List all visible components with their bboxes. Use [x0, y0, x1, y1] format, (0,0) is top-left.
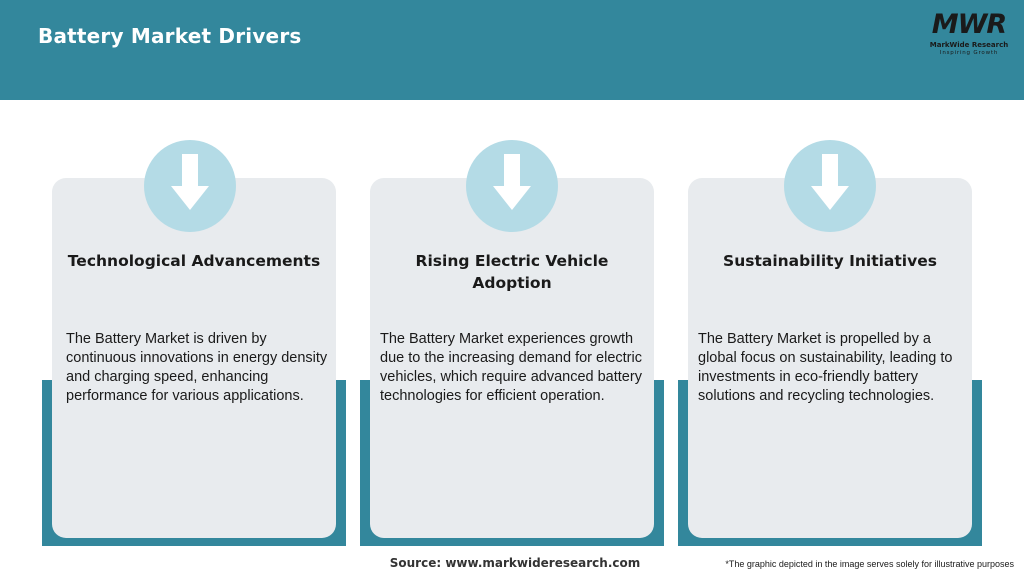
- source-text: Source: www.markwideresearch.com: [389, 556, 641, 570]
- card-description: The Battery Market is propelled by a glo…: [698, 331, 953, 404]
- card-description: The Battery Market is driven by continuo…: [66, 331, 328, 404]
- logo-mark: MWR: [931, 9, 1007, 40]
- card-title: Technological Advancements: [67, 252, 321, 270]
- arrow-down-icon: [466, 140, 558, 232]
- header-bar: Battery Market Drivers MWR MarkWide Rese…: [0, 0, 1024, 100]
- driver-card-2: Rising Electric Vehicle Adoption The Bat…: [360, 178, 664, 546]
- card-title: Rising Electric Vehicle Adoption: [415, 252, 609, 292]
- logo-tagline: Inspiring Growth: [939, 50, 999, 56]
- logo-name: MarkWide Research: [929, 41, 1009, 49]
- page-title: Battery Market Drivers: [38, 24, 302, 48]
- arrow-down-icon: [784, 140, 876, 232]
- card-body: [688, 178, 972, 538]
- card-body: [370, 178, 654, 538]
- arrow-down-icon: [144, 140, 236, 232]
- card-description: The Battery Market experiences growth du…: [380, 331, 642, 404]
- driver-card-1: Technological Advancements The Battery M…: [42, 178, 346, 546]
- card-body: [52, 178, 336, 538]
- driver-card-3: Sustainability Initiatives The Battery M…: [678, 178, 982, 546]
- brand-logo: MWR MarkWide Research Inspiring Growth: [922, 10, 1016, 58]
- card-title: Sustainability Initiatives: [723, 252, 937, 270]
- disclaimer-text: *The graphic depicted in the image serve…: [725, 559, 1014, 569]
